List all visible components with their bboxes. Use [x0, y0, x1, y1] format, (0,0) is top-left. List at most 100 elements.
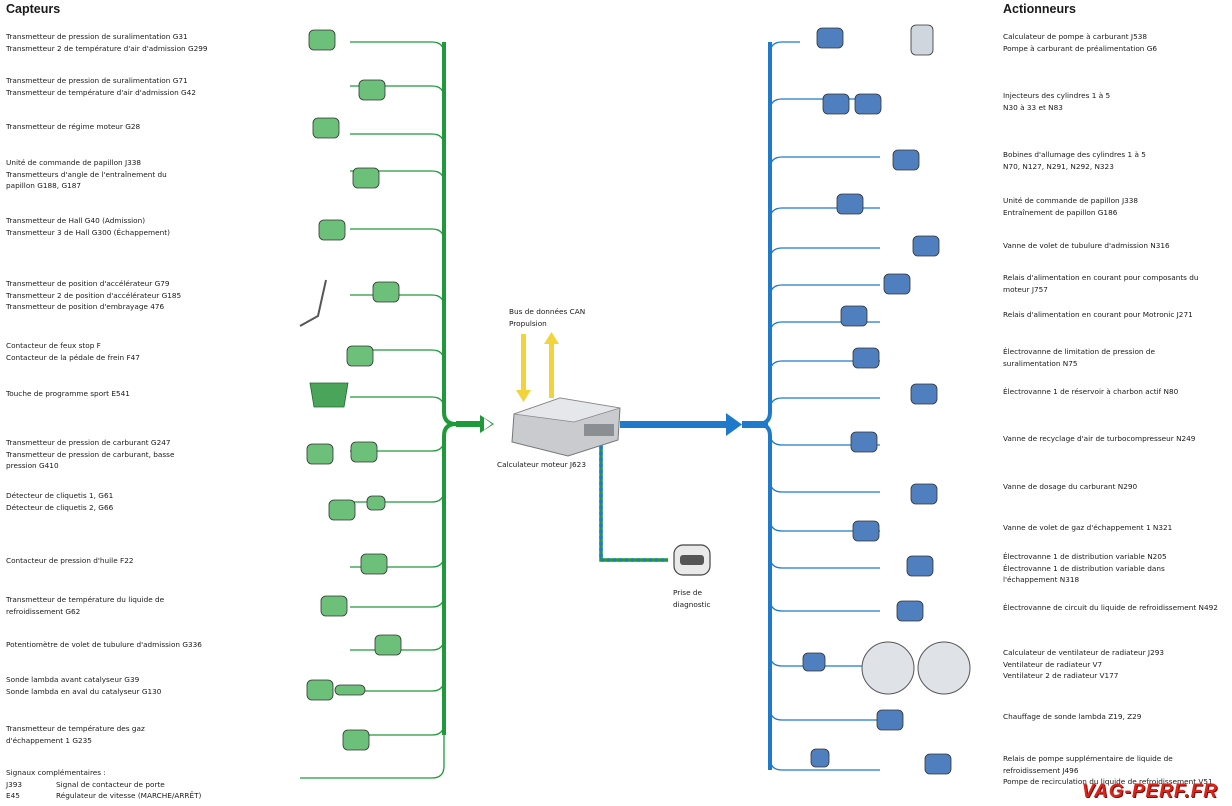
can-arrow-up-head	[544, 332, 559, 344]
sensor-component-icon	[318, 219, 346, 241]
actuator-component-icon	[876, 709, 904, 731]
actuator-label: Vanne de recyclage d'air de turbocompres…	[1003, 434, 1196, 443]
sensor-label: Touche de programme sport E541	[6, 389, 130, 398]
diagnostic-label: Prise de diagnostic	[673, 588, 711, 609]
sensor-component-icon	[342, 729, 370, 751]
sensor-connector-line	[350, 133, 445, 147]
actuator-connector-line	[769, 432, 880, 446]
relay-icon	[810, 748, 830, 768]
sensor-arrow-inner	[484, 418, 492, 430]
sensor-component-icon	[360, 553, 388, 575]
actuator-component-icon	[836, 193, 864, 215]
actuator-component-icon	[816, 27, 844, 49]
sensor-label: Transmetteur de pression de suralimentat…	[6, 32, 208, 53]
actuator-component-icon	[906, 555, 934, 577]
actuator-label: Électrovanne de circuit du liquide de re…	[1003, 603, 1218, 612]
actuator-label: Unité de commande de papillon J338 Entra…	[1003, 196, 1139, 217]
can-arrow-up	[549, 342, 554, 398]
actuator-component-icon	[822, 93, 850, 115]
sensor-label: Détecteur de cliquetis 1, G61 Détecteur …	[6, 491, 114, 512]
diagnostic-link-dash	[599, 440, 668, 562]
sensor-connector-line	[350, 489, 445, 503]
sensor-label: Transmetteur de Hall G40 (Admission) Tra…	[6, 216, 170, 237]
sensor-component-icon	[306, 443, 334, 465]
actuator-label: Vanne de volet de gaz d'échappement 1 N3…	[1003, 523, 1173, 532]
actuator-component-icon	[852, 520, 880, 542]
actuator-connector-line	[769, 757, 880, 771]
actuator-component-icon	[850, 431, 878, 453]
actuator-component-icon	[852, 347, 880, 369]
fuel-pump-icon	[910, 24, 934, 56]
sensor-component-icon	[374, 634, 402, 656]
actuator-connector-line	[769, 360, 880, 374]
sensor-connector-line	[350, 678, 445, 692]
sensor-label: Contacteur de feux stop F Contacteur de …	[6, 341, 140, 362]
sensor-label: Transmetteur de pression de suralimentat…	[6, 76, 196, 97]
actuator-connector-line	[769, 397, 880, 411]
fan-controller-icon	[802, 652, 826, 672]
can-arrow-down	[521, 334, 526, 394]
sensor-component-icon	[352, 167, 380, 189]
sensor-connector-line	[350, 722, 445, 736]
signal-code: J393	[6, 779, 23, 789]
sensor-connector-line	[350, 228, 445, 242]
actuator-label: Injecteurs des cylindres 1 à 5 N30 à 33 …	[1003, 91, 1111, 112]
sensor-component-icon	[346, 345, 374, 367]
sensor-connector-line	[350, 637, 445, 651]
sensor-connector-line	[350, 349, 445, 363]
sensor-component-icon	[312, 117, 340, 139]
actuator-bus-link	[742, 421, 768, 428]
actuator-label: Électrovanne 1 de distribution variable …	[1003, 552, 1167, 585]
actuator-connector-line	[769, 518, 880, 532]
sensor-component-icon	[366, 495, 386, 511]
sensor-label: Unité de commande de papillon J338 Trans…	[6, 158, 167, 191]
actuator-connector-line	[769, 555, 880, 569]
actuator-label: Calculateur de pompe à carburant J538 Po…	[1003, 32, 1158, 53]
actuator-connector-line	[769, 98, 880, 112]
sensor-component-icon	[334, 684, 366, 696]
sensor-component-icon	[320, 595, 348, 617]
can-bus-label: Bus de données CAN Propulsion	[509, 307, 586, 328]
actuator-arrow-head	[726, 413, 742, 436]
actuator-component-icon	[910, 483, 938, 505]
sensor-component-icon	[358, 79, 386, 101]
actuator-connector-line	[769, 653, 880, 667]
sensor-component-icon	[308, 29, 336, 51]
sensor-label: Contacteur de pression d'huile F22	[6, 556, 134, 565]
actuator-label: Vanne de dosage du carburant N290	[1003, 482, 1138, 491]
sensor-label: Sonde lambda avant catalyseur G39 Sonde …	[6, 675, 162, 696]
signals-title: Signaux complémentaires :	[6, 768, 106, 777]
actuator-connector-line	[769, 321, 880, 335]
actuators-heading: Actionneurs	[1003, 2, 1076, 16]
actuator-component-icon	[924, 753, 952, 775]
actuator-bus-feed	[620, 421, 728, 428]
actuator-connector-line	[769, 156, 880, 170]
sensor-label: Transmetteur de température des gaz d'éc…	[6, 724, 145, 745]
sensor-connector-line	[350, 554, 445, 568]
actuator-label: Électrovanne de limitation de pression d…	[1003, 347, 1155, 368]
actuator-label: Électrovanne 1 de réservoir à charbon ac…	[1003, 387, 1179, 396]
actuator-label: Relais d'alimentation en courant pour co…	[1003, 273, 1199, 294]
sensor-component-icon	[328, 499, 356, 521]
actuator-component-icon	[912, 235, 940, 257]
fan-icon	[917, 641, 971, 695]
sensor-connector-line	[350, 170, 445, 184]
sensor-connector-line	[350, 438, 445, 452]
actuator-connector-line	[769, 479, 880, 493]
injector-icon	[854, 93, 882, 115]
sensor-connector-line	[350, 396, 445, 410]
sensor-bus-feed	[456, 421, 480, 427]
actuator-component-icon	[883, 273, 911, 295]
actuator-component-icon	[892, 149, 920, 171]
actuator-label: Relais de pompe supplémentaire de liquid…	[1003, 754, 1213, 787]
obd-pins-icon	[680, 555, 704, 565]
actuator-label: Relais d'alimentation en courant pour Mo…	[1003, 310, 1193, 319]
actuator-label: Chauffage de sonde lambda Z19, Z29	[1003, 712, 1142, 721]
sensor-label: Potentiomètre de volet de tubulure d'adm…	[6, 640, 202, 649]
actuator-connector-line	[769, 41, 800, 55]
sensor-connector-line	[350, 594, 445, 608]
